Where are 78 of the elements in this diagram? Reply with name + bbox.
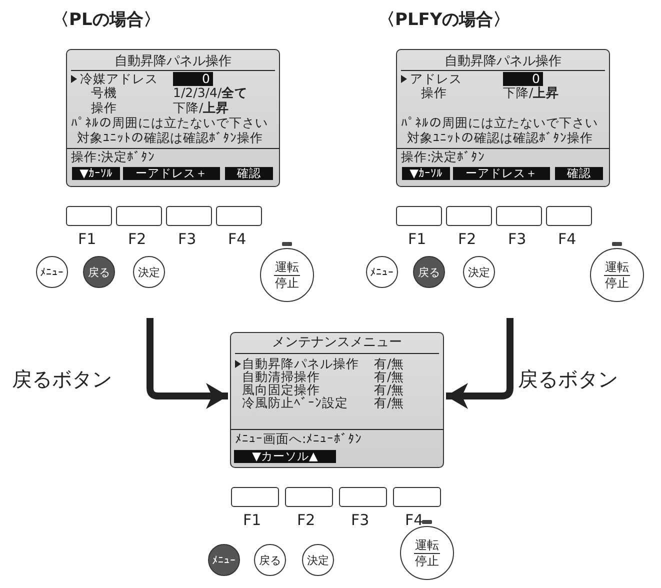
soft-key-label: ▼カーソル▲ bbox=[234, 450, 336, 463]
function-key bbox=[496, 206, 542, 226]
function-key bbox=[231, 487, 279, 507]
screen-title: 自動昇降パネル操作 bbox=[444, 55, 562, 69]
soft-key-label: 確認 bbox=[225, 167, 273, 180]
screen-text: 有/無 bbox=[374, 357, 404, 371]
round-button: 戻る bbox=[413, 256, 445, 288]
round-button: ﾒﾆｭｰ bbox=[36, 256, 68, 288]
screen-text: ﾊﾟﾈﾙの周囲には立たないで下さい bbox=[71, 116, 268, 130]
function-key bbox=[393, 487, 441, 507]
address-value: 0 bbox=[173, 72, 213, 86]
heading: 〈PLの場合〉 bbox=[52, 9, 160, 31]
arrow bbox=[146, 318, 228, 409]
screen-text: 有/無 bbox=[374, 396, 404, 410]
power-button: 運転 停止 bbox=[590, 248, 644, 302]
function-key bbox=[285, 487, 333, 507]
arrow bbox=[446, 318, 514, 409]
soft-key-label: ▼ｶｰｿﾙ bbox=[72, 167, 120, 180]
screen-text: 下降/上昇 bbox=[503, 86, 560, 100]
screen-text: 冷媒アドレス bbox=[80, 72, 158, 86]
screen-text: ﾒﾆｭｰ画面へ:ﾒﾆｭｰﾎﾞﾀﾝ bbox=[235, 432, 362, 446]
round-button: 戻る bbox=[254, 544, 286, 576]
screen-text: アドレス bbox=[410, 72, 462, 86]
screen-title: メンテナンスメニュー bbox=[271, 336, 403, 350]
soft-key-label: ▼ｶｰｿﾙ bbox=[402, 167, 450, 180]
key-label: F4 bbox=[558, 231, 576, 247]
heading: 〈PLFYの場合〉 bbox=[378, 9, 510, 31]
round-button: 決定 bbox=[133, 256, 165, 288]
screen-text: 下降/上昇 bbox=[173, 101, 230, 115]
screen-text: 風向固定操作 bbox=[242, 383, 320, 397]
screen-text: 操作:決定ﾎﾞﾀﾝ bbox=[71, 150, 156, 164]
screen-text: 対象ﾕﾆｯﾄの確認は確認ﾎﾞﾀﾝ操作 bbox=[77, 131, 263, 145]
function-key bbox=[339, 487, 387, 507]
function-key bbox=[446, 206, 492, 226]
screen-text: 自動昇降パネル操作 bbox=[242, 357, 359, 371]
key-label: F1 bbox=[78, 231, 96, 247]
lcd-screen bbox=[66, 49, 280, 187]
function-key bbox=[396, 206, 442, 226]
screen-text: 操作 bbox=[91, 101, 117, 115]
function-key bbox=[66, 206, 112, 226]
function-key bbox=[166, 206, 212, 226]
round-button: 決定 bbox=[302, 544, 334, 576]
function-key bbox=[216, 206, 262, 226]
key-label: F3 bbox=[351, 512, 370, 528]
screen-text: 有/無 bbox=[374, 370, 404, 384]
screen-text: 対象ﾕﾆｯﾄの確認は確認ﾎﾞﾀﾝ操作 bbox=[407, 131, 593, 145]
screen-title: 自動昇降パネル操作 bbox=[114, 55, 232, 69]
power-button: 運転 停止 bbox=[400, 526, 454, 580]
key-label: F2 bbox=[128, 231, 146, 247]
screen-text: ﾊﾟﾈﾙの周囲には立たないで下さい bbox=[401, 116, 598, 130]
screen-text: 有/無 bbox=[374, 383, 404, 397]
address-value: 0 bbox=[503, 72, 543, 86]
screen-text: 操作:決定ﾎﾞﾀﾝ bbox=[401, 150, 486, 164]
key-label: F4 bbox=[405, 512, 424, 528]
lcd-screen bbox=[396, 49, 610, 187]
key-label: F2 bbox=[297, 512, 316, 528]
function-key bbox=[546, 206, 592, 226]
lcd-screen bbox=[230, 332, 444, 468]
round-button: ﾒﾆｭｰ bbox=[366, 256, 398, 288]
soft-key-label: ーアドレス＋ bbox=[453, 167, 550, 180]
screen-text: 操作 bbox=[421, 86, 447, 100]
screen-text: 自動清掃操作 bbox=[242, 370, 320, 384]
key-label: F4 bbox=[228, 231, 246, 247]
round-button: 戻る bbox=[83, 256, 115, 288]
power-button: 運転 停止 bbox=[260, 248, 314, 302]
key-label: F1 bbox=[408, 231, 426, 247]
screen-text: 1/2/3/4/全て bbox=[173, 86, 248, 100]
soft-key-label: 確認 bbox=[555, 167, 603, 180]
function-key bbox=[116, 206, 162, 226]
screen-text: 冷風防止ﾍﾞｰﾝ設定 bbox=[242, 396, 348, 410]
key-label: F1 bbox=[243, 512, 262, 528]
screen-text: 号機 bbox=[91, 86, 117, 100]
key-label: F3 bbox=[178, 231, 196, 247]
key-label: F2 bbox=[458, 231, 476, 247]
round-button: 決定 bbox=[463, 256, 495, 288]
soft-key-label: ーアドレス＋ bbox=[123, 167, 220, 180]
round-button: ﾒﾆｭｰ bbox=[208, 544, 240, 576]
key-label: F3 bbox=[508, 231, 526, 247]
